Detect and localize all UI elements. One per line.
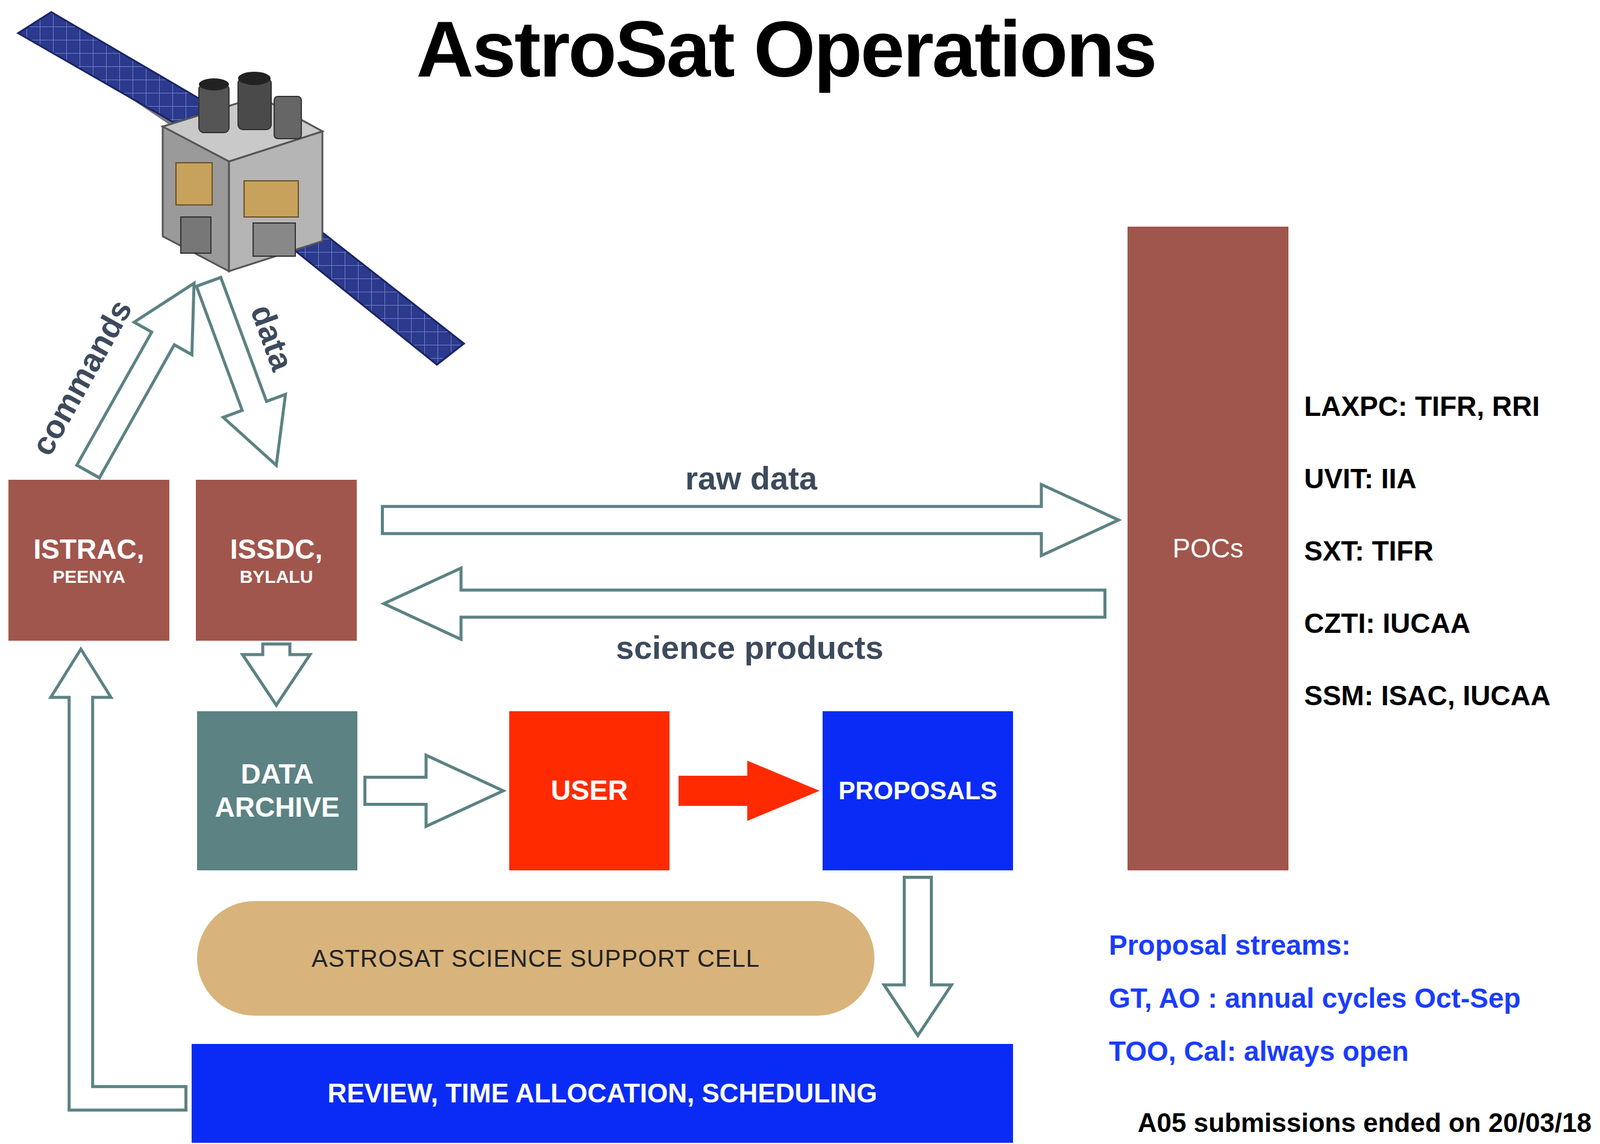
proposal-note: GT, AO : annual cycles Oct-Sep: [1108, 982, 1521, 1015]
node-title: REVIEW, TIME ALLOCATION, SCHEDULING: [327, 1077, 878, 1110]
node-title: POCs: [1172, 532, 1244, 565]
flow-arrow: [678, 760, 820, 821]
proposal-note: Proposal streams:: [1108, 929, 1351, 962]
node-title: USER: [550, 773, 628, 807]
edge-label: science products: [612, 628, 888, 666]
support-cell-pill: ASTROSAT SCIENCE SUPPORT CELL: [197, 900, 875, 1016]
diagram-title: AstroSat Operations: [416, 3, 1156, 96]
arrow-head: [426, 755, 504, 827]
node-title: ISSDC,: [230, 532, 323, 566]
arrow-head: [884, 984, 952, 1036]
proposals-box: PROPOSALS: [822, 711, 1014, 871]
flow-arrow: [363, 755, 504, 827]
flow-arrow: [242, 642, 311, 706]
satellite-illustration: [18, 12, 465, 365]
telescope: [274, 96, 302, 139]
arrow-fill: [383, 508, 1049, 533]
archive-box: DATA ARCHIVE: [197, 711, 358, 871]
instrument-poc: UVIT: IIA: [1304, 462, 1417, 495]
telescope-aperture: [198, 78, 230, 91]
ground-station-box: ISTRAC,PEENYA: [8, 479, 170, 641]
arrow-fill: [209, 283, 257, 413]
deadline-note: A05 submissions ended on 20/03/18: [1137, 1107, 1592, 1139]
uplink-label: commands: [23, 292, 140, 462]
flow-arrow: [50, 649, 188, 1099]
node-title: PROPOSALS: [838, 775, 998, 806]
arrow-head: [747, 760, 820, 821]
telescope: [238, 78, 272, 130]
instrument-poc: SXT: TIFR: [1304, 535, 1434, 568]
detector-unit: [253, 222, 296, 257]
arrow-head: [1041, 484, 1119, 556]
node-subtitle: PEENYA: [52, 565, 126, 588]
satellite-body-front: [229, 131, 323, 272]
arrow-head: [383, 568, 462, 640]
scheduling-bar: REVIEW, TIME ALLOCATION, SCHEDULING: [191, 1043, 1014, 1143]
arrow-fill: [264, 645, 289, 662]
proposal-note: TOO, Cal: always open: [1108, 1035, 1409, 1068]
poc-box: POCs: [1127, 226, 1289, 871]
gold-foil: [175, 162, 213, 205]
instrument-poc: CZTI: IUCAA: [1304, 607, 1471, 640]
satellite-body-side: [162, 126, 230, 272]
arrow-head: [242, 654, 311, 706]
arrow-shaft: [678, 775, 749, 806]
detector-unit: [180, 216, 211, 254]
arrow-fill: [80, 690, 185, 1099]
node-title: ASTROSAT SCIENCE SUPPORT CELL: [311, 943, 760, 973]
edge-label: raw data: [681, 459, 821, 497]
flow-arrow: [884, 875, 952, 1036]
arrow-outline: [80, 697, 188, 1099]
node-subtitle: BYLALU: [239, 565, 314, 588]
data-centre-box: ISSDC,BYLALU: [195, 479, 357, 641]
user-box: USER: [509, 711, 670, 871]
instrument-poc: SSM: ISAC, IUCAA: [1304, 679, 1551, 712]
solar-panel: [18, 12, 211, 127]
telescope: [198, 84, 230, 133]
arrow-fill: [905, 878, 930, 992]
instrument-poc: LAXPC: TIFR, RRI: [1304, 390, 1540, 423]
node-title: ISTRAC,: [33, 532, 145, 566]
arrow-fill: [453, 591, 1104, 616]
gold-foil: [244, 180, 299, 217]
node-title: DATA ARCHIVE: [206, 757, 348, 824]
arrow-fill: [366, 778, 434, 803]
telescope-aperture: [238, 71, 271, 85]
downlink-label: data: [243, 299, 302, 376]
